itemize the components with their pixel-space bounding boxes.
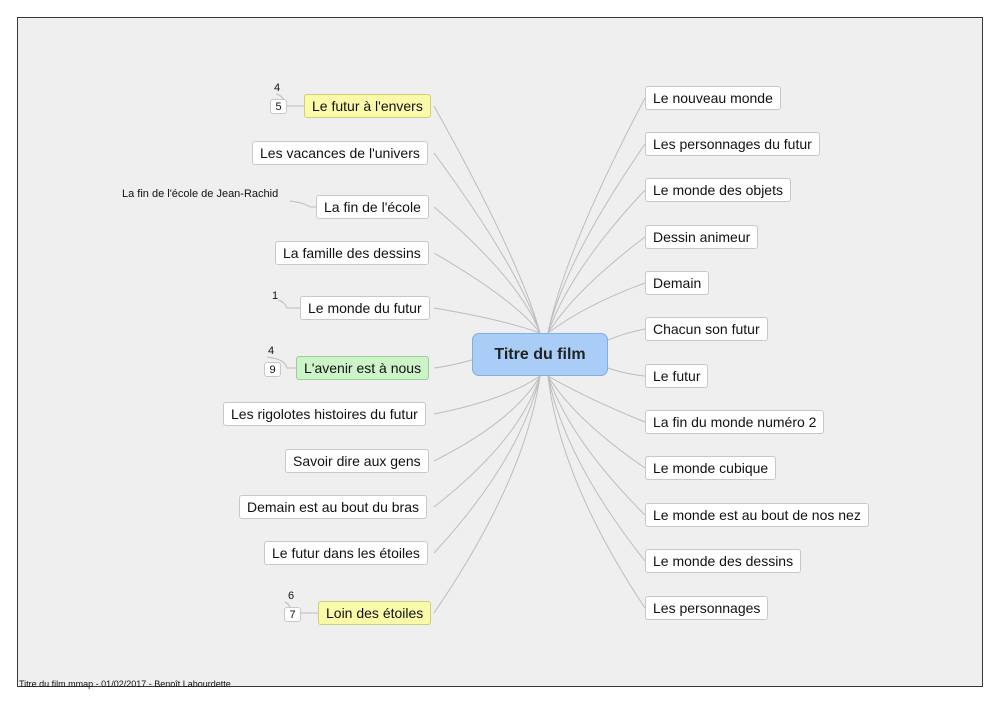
topic-chacun-futur[interactable]: Chacun son futur	[645, 317, 768, 341]
topic-fin-ecole[interactable]: La fin de l'école	[316, 195, 429, 219]
footer-caption: Titre du film.mmap - 01/02/2017 - Benoît…	[19, 679, 231, 689]
topic-vacances-univers[interactable]: Les vacances de l'univers	[252, 141, 428, 165]
topic-rigolotes-histoires[interactable]: Les rigolotes histoires du futur	[223, 402, 426, 426]
topic-personnages-futur[interactable]: Les personnages du futur	[645, 132, 820, 156]
marker-count-box[interactable]: 9	[264, 362, 281, 377]
topic-nouveau-monde[interactable]: Le nouveau monde	[645, 86, 781, 110]
topic-monde-objets[interactable]: Le monde des objets	[645, 178, 791, 202]
topic-demain[interactable]: Demain	[645, 271, 710, 295]
topic-fin-monde-2[interactable]: La fin du monde numéro 2	[645, 410, 825, 434]
marker-count: 4	[274, 82, 281, 94]
marker-count-box[interactable]: 5	[270, 99, 287, 114]
topic-monde-dessins[interactable]: Le monde des dessins	[645, 549, 802, 573]
topic-demain-bout-bras[interactable]: Demain est au bout du bras	[239, 495, 427, 519]
topic-famille-dessins[interactable]: La famille des dessins	[275, 241, 429, 265]
marker-count-box[interactable]: 7	[284, 607, 301, 622]
topic-monde-cubique[interactable]: Le monde cubique	[645, 456, 777, 480]
marker-count: 6	[288, 590, 295, 602]
topic-avenir-nous[interactable]: L'avenir est à nous	[296, 356, 430, 380]
marker-count: 4	[268, 345, 275, 357]
topic-le-futur[interactable]: Le futur	[645, 364, 709, 388]
topic-monde-futur[interactable]: Le monde du futur	[300, 296, 430, 320]
topic-futur-etoiles[interactable]: Le futur dans les étoiles	[264, 541, 428, 565]
topic-futur-envers[interactable]: Le futur à l'envers	[304, 94, 431, 118]
marker-count: 1	[272, 290, 279, 302]
topic-note: La fin de l'école de Jean-Rachid	[122, 188, 279, 200]
topic-monde-bout-nez[interactable]: Le monde est au bout de nos nez	[645, 503, 869, 527]
topic-dessin-animeur[interactable]: Dessin animeur	[645, 225, 759, 249]
topic-savoir-dire[interactable]: Savoir dire aux gens	[285, 449, 429, 473]
central-topic[interactable]: Titre du film	[472, 333, 608, 376]
topic-loin-etoiles[interactable]: Loin des étoiles	[318, 601, 432, 625]
topic-personnages[interactable]: Les personnages	[645, 596, 769, 620]
